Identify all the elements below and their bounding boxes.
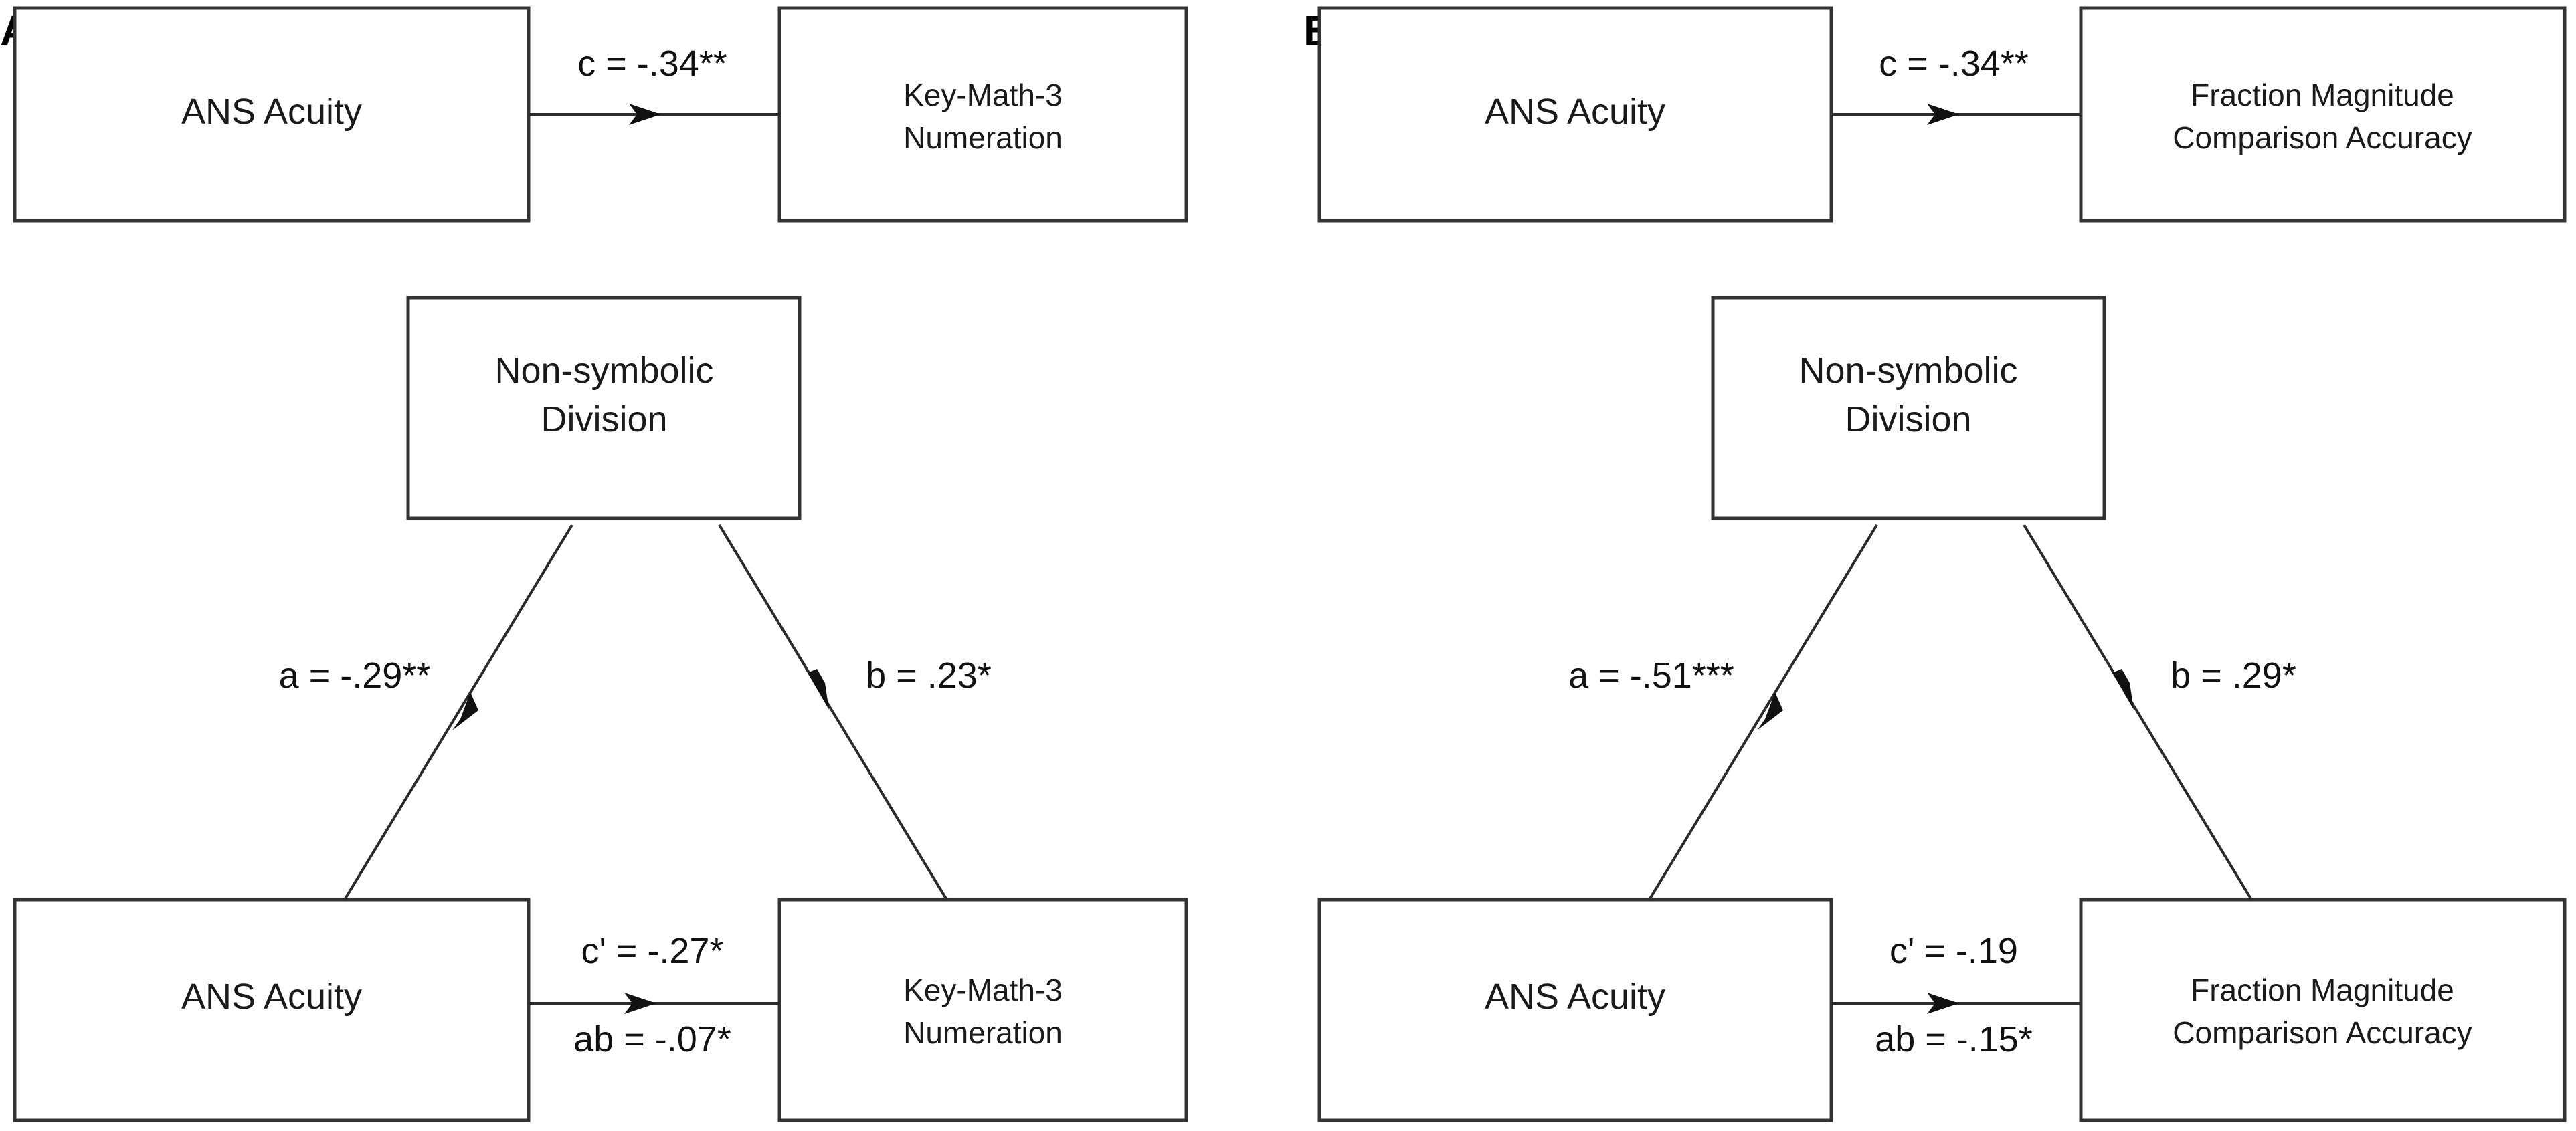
panel-b-path-a-arrowhead (1757, 692, 1783, 730)
panel-a-total-effect-model: ANS Acuity Key-Math-3 Numeration c = -.3… (13, 6, 1188, 223)
panel-b-path-c-arrowhead (1927, 104, 1959, 125)
panel-b-mediator-box (1711, 296, 2106, 520)
panel-b-path-a-line (1648, 524, 1878, 901)
panel-a-path-b-arrowhead (808, 669, 829, 710)
panel-a-bottom-outcome-label-line1: Key-Math-3 (903, 972, 1063, 1007)
panel-b: B ANS Acuity Fraction Magnitude Comparis… (1303, 6, 2567, 1122)
panel-a-path-a-arrowhead (452, 692, 478, 730)
panel-a-path-b-label: b = .23* (866, 655, 992, 696)
panel-a-top-predictor-box (13, 6, 531, 223)
panel-a-mediation-model: Non-symbolic Division ANS Acuity Key-Mat… (13, 296, 1188, 1122)
panel-b-mediation-model: Non-symbolic Division ANS Acuity Fractio… (1317, 296, 2567, 1122)
panel-b-path-b-line (2023, 524, 2253, 901)
panel-a-path-a-line (343, 524, 573, 901)
panel-b-top-predictor-label: ANS Acuity (1485, 92, 1665, 132)
panel-b-path-a-label: a = -.51*** (1568, 655, 1734, 696)
panel-a: A ANS Acuity Key-Math-3 Numeration c = -… (0, 6, 1188, 1122)
panel-b-mediator-label-line2: Division (1845, 399, 1971, 439)
panel-b-mediator-label-line1: Non-symbolic (1799, 350, 2017, 391)
panel-b-top-outcome-label-line1: Fraction Magnitude (2191, 78, 2454, 112)
panel-a-path-ab-label: ab = -.07* (573, 1019, 731, 1059)
panel-a-path-c-arrowhead (629, 104, 661, 125)
panel-a-path-c-prime-label: c' = -.27* (581, 931, 724, 971)
panel-a-path-a-label: a = -.29** (279, 655, 431, 696)
panel-a-bottom-outcome-box (777, 898, 1188, 1122)
panel-a-bottom-outcome-label-line2: Numeration (903, 1015, 1063, 1050)
panel-b-path-b-label: b = .29* (2171, 655, 2296, 696)
panel-b-bottom-outcome-label-line2: Comparison Accuracy (2173, 1015, 2472, 1050)
panel-b-path-c-label: c = -.34** (1879, 43, 2029, 84)
panel-a-mediator-label-line1: Non-symbolic (494, 350, 713, 391)
panel-a-top-predictor-label: ANS Acuity (181, 92, 362, 132)
panel-a-bottom-predictor-box (13, 898, 531, 1122)
panel-b-top-outcome-label-line2: Comparison Accuracy (2173, 120, 2472, 155)
panel-b-bottom-predictor-box (1317, 898, 1833, 1122)
panel-b-path-b-arrowhead (2112, 669, 2134, 710)
panel-a-bottom-predictor-label: ANS Acuity (181, 976, 362, 1017)
panel-b-bottom-predictor-label: ANS Acuity (1485, 976, 1665, 1017)
panel-a-mediator-label-line2: Division (541, 399, 667, 439)
panel-a-mediator-box (406, 296, 802, 520)
panel-b-total-effect-model: ANS Acuity Fraction Magnitude Comparison… (1317, 6, 2567, 223)
panel-b-path-c-prime-label: c' = -.19 (1890, 931, 2018, 971)
panel-a-path-c-label: c = -.34** (577, 43, 727, 84)
panel-a-top-outcome-label-line2: Numeration (903, 120, 1063, 155)
panel-a-top-outcome-box (777, 6, 1188, 223)
panel-a-top-outcome-label-line1: Key-Math-3 (903, 78, 1063, 112)
panel-b-bottom-outcome-box (2079, 898, 2567, 1122)
panel-a-path-b-line (718, 524, 948, 901)
panel-a-path-c-prime-arrowhead (624, 993, 656, 1014)
panel-b-top-predictor-box (1317, 6, 1833, 223)
panel-b-path-c-prime-arrowhead (1927, 993, 1959, 1014)
panel-b-bottom-outcome-label-line1: Fraction Magnitude (2191, 972, 2454, 1007)
panel-b-path-ab-label: ab = -.15* (1875, 1019, 2033, 1059)
panel-b-top-outcome-box (2079, 6, 2567, 223)
